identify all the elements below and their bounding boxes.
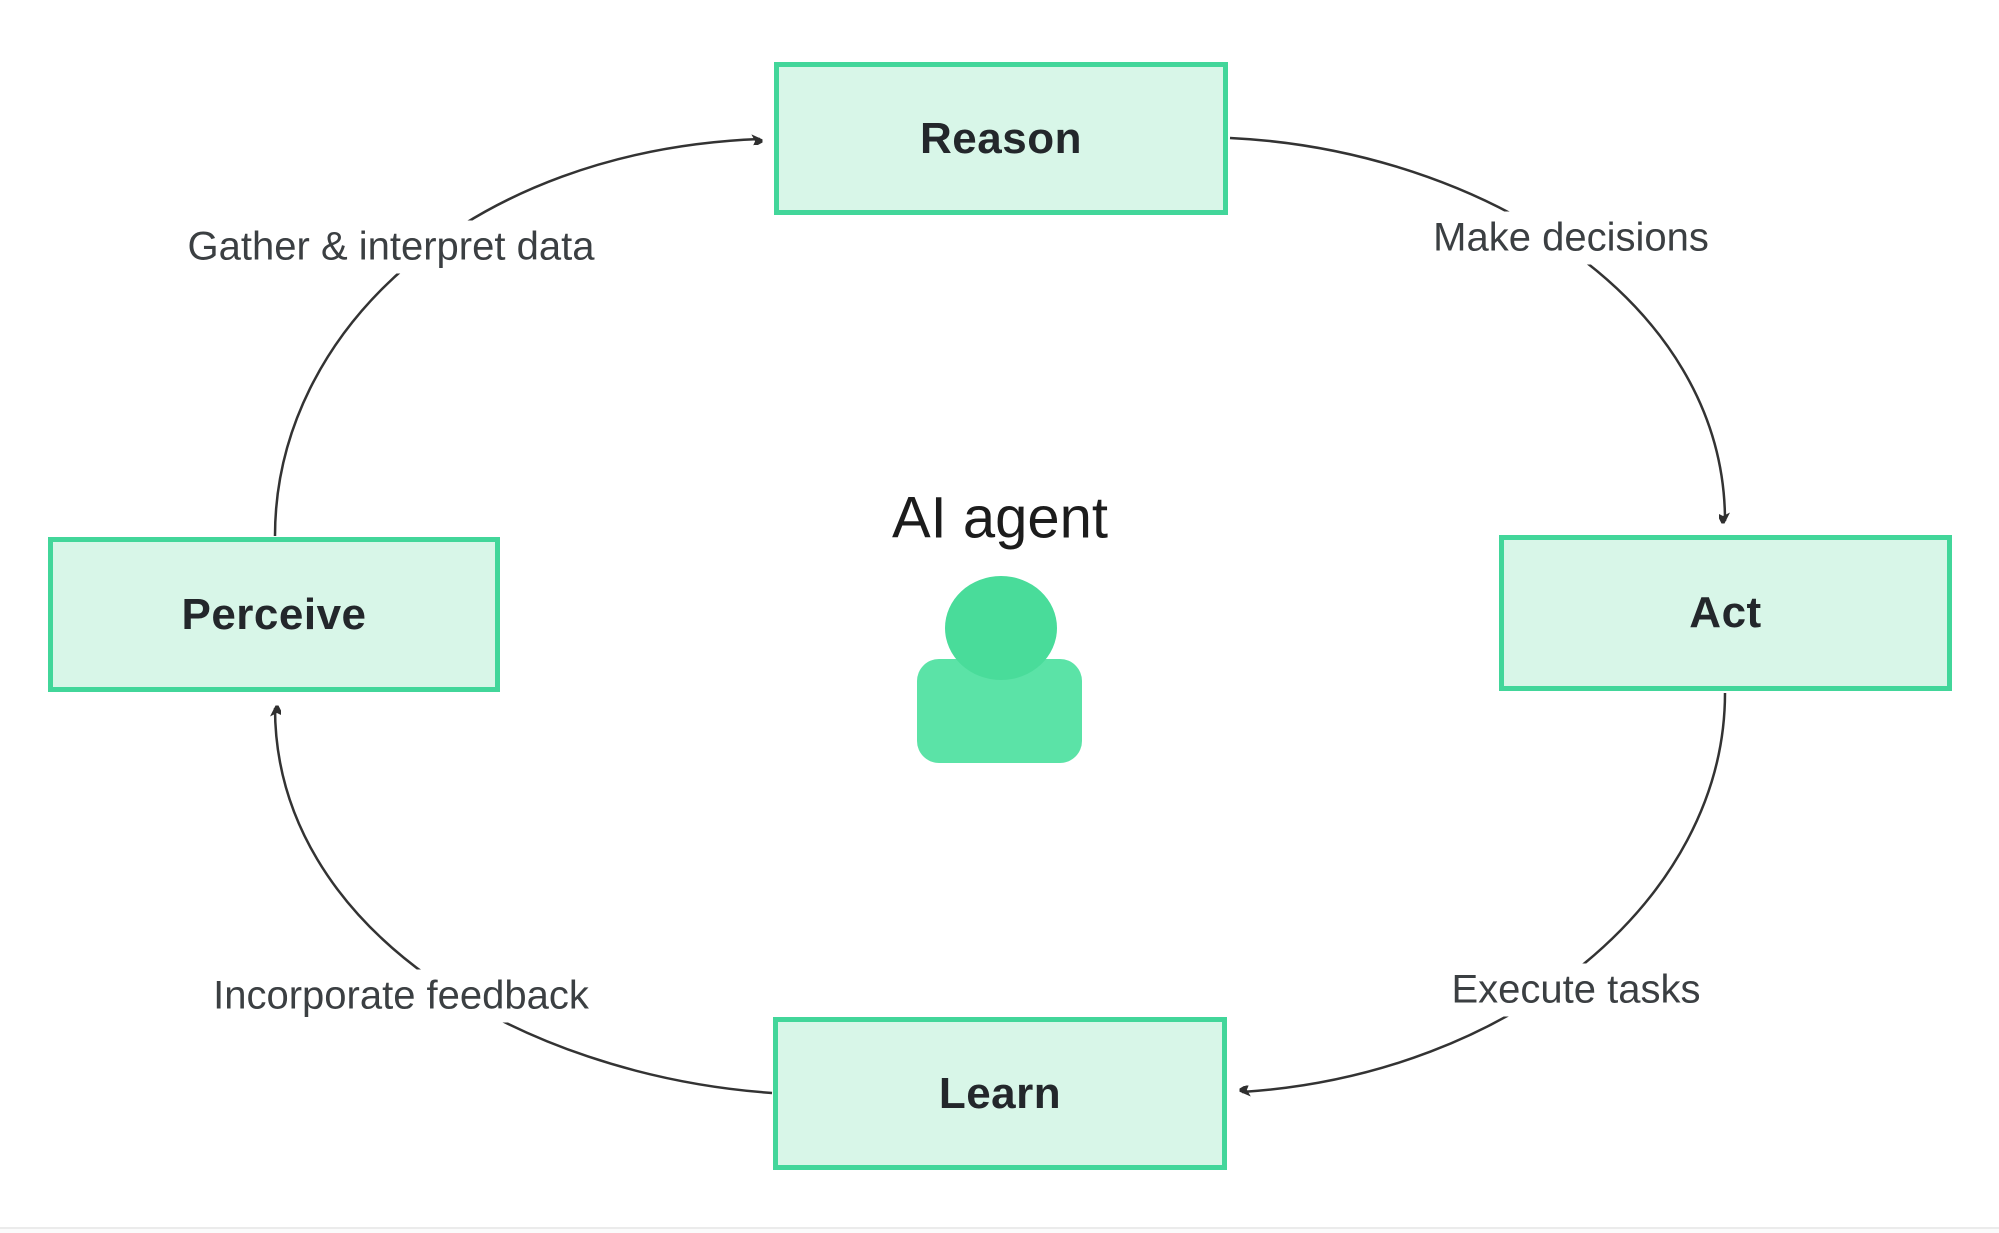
- node-reason: Reason: [774, 62, 1228, 215]
- edge-act-to-learn: [1242, 692, 1727, 1092]
- edge-label-execute-tasks: Execute tasks: [1437, 963, 1715, 1017]
- node-perceive-label: Perceive: [181, 589, 367, 639]
- node-reason-label: Reason: [920, 113, 1082, 163]
- edge-label-make-decisions: Make decisions: [1419, 211, 1723, 265]
- node-act-label: Act: [1689, 588, 1762, 637]
- edge-perceive-to-reason: [273, 139, 760, 537]
- ai-agent-title: AI agent: [891, 485, 1109, 551]
- edge-learn-to-perceive: [275, 708, 773, 1095]
- bottom-divider: [0, 1227, 1999, 1233]
- edge-label-incorporate-feedback: Incorporate feedback: [199, 969, 603, 1023]
- node-learn: Learn: [773, 1017, 1227, 1170]
- node-act: Act: [1499, 535, 1952, 691]
- node-learn-label: Learn: [938, 1068, 1062, 1118]
- node-perceive: Perceive: [48, 537, 500, 692]
- edge-reason-to-act: [1229, 136, 1725, 521]
- edge-label-gather-interpret-data: Gather & interpret data: [173, 220, 609, 274]
- person-icon-head: [945, 576, 1057, 680]
